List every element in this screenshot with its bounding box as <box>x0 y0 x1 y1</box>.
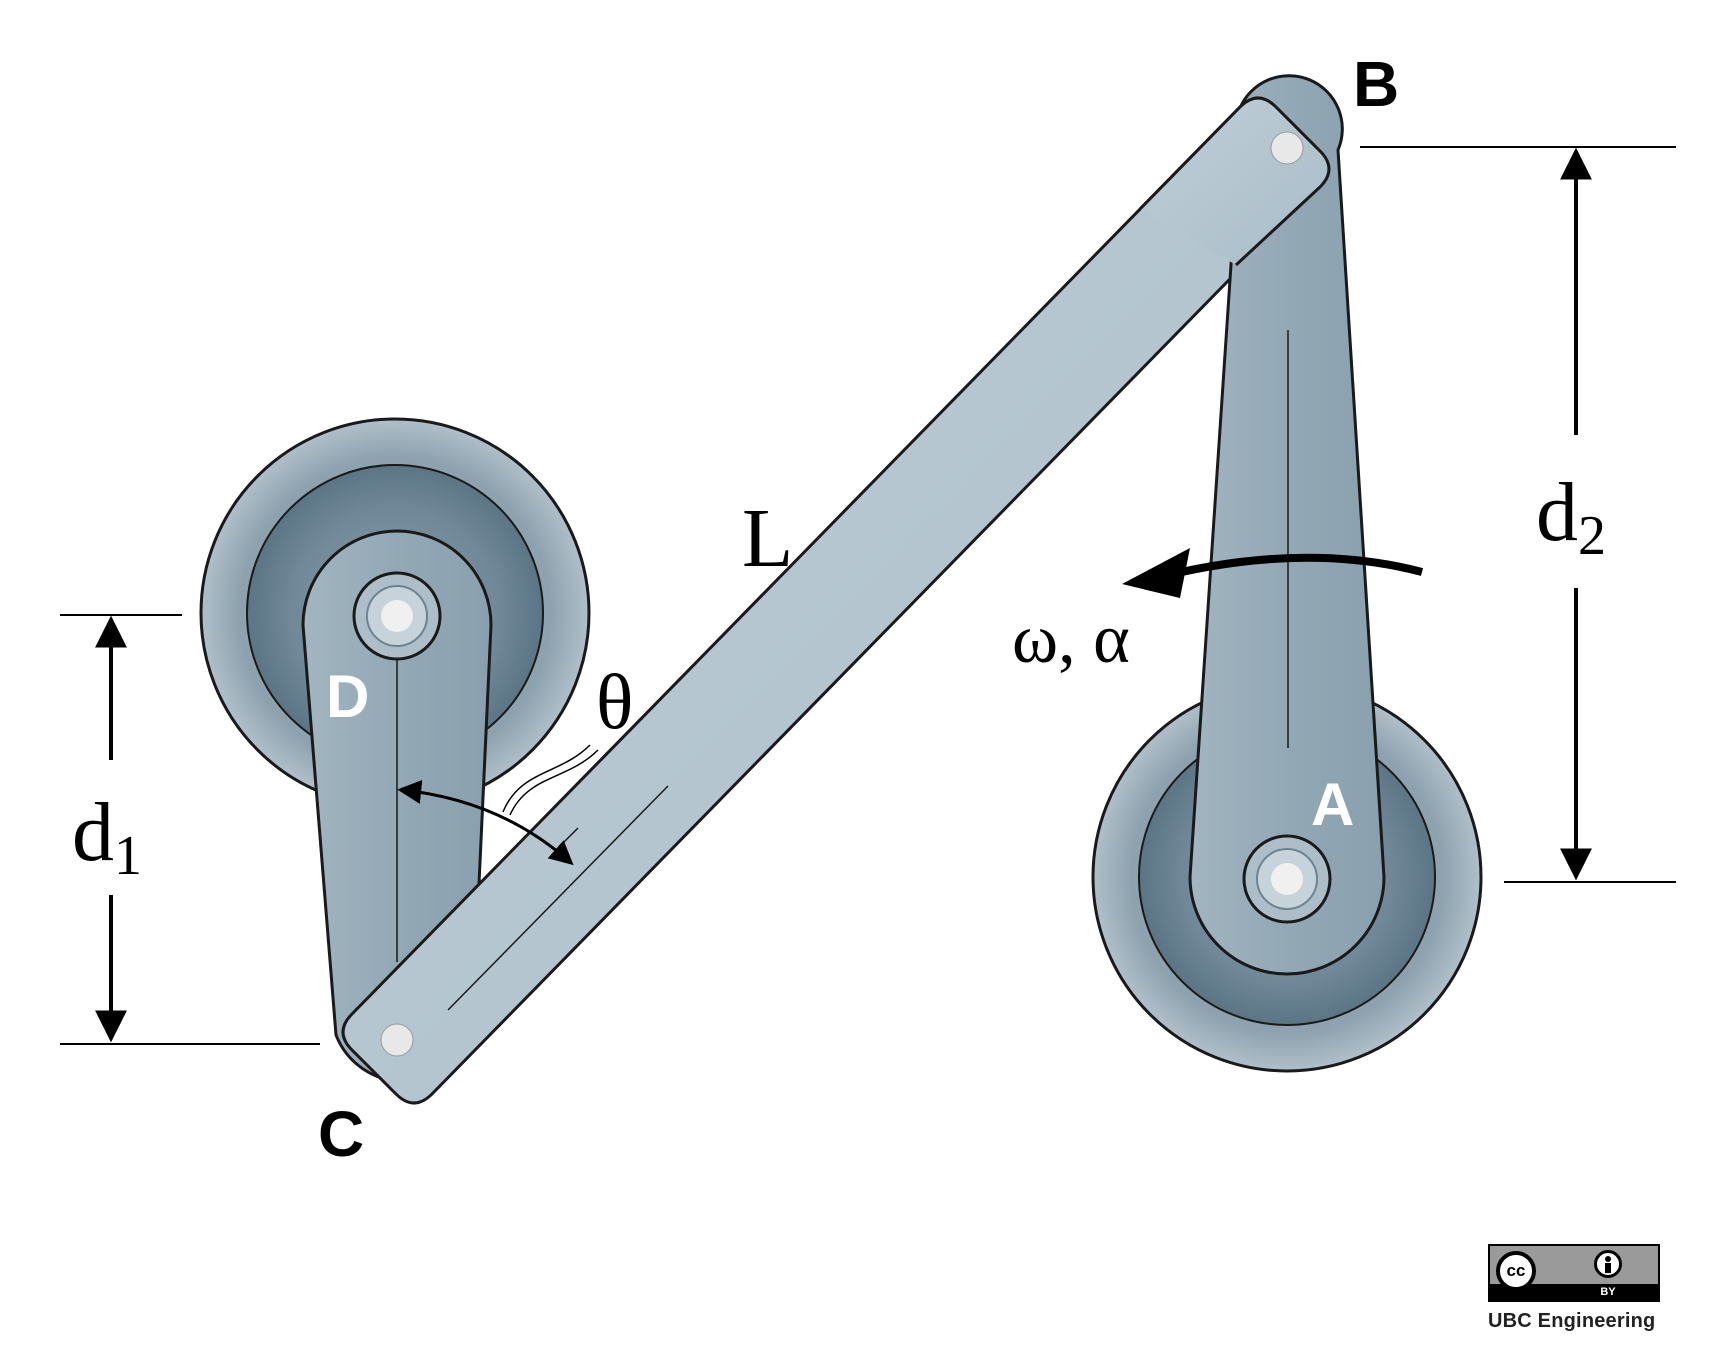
label-theta: θ <box>596 658 633 745</box>
label-d1-main: d <box>72 786 114 879</box>
crank-ab <box>1188 74 1386 976</box>
pin-b <box>1270 131 1304 165</box>
hub-a <box>1242 834 1332 924</box>
label-d1: d1 <box>72 786 142 887</box>
label-d: D <box>326 663 369 730</box>
label-c: C <box>318 1098 364 1170</box>
hub-d <box>352 571 442 661</box>
theta-angle-arc <box>397 744 599 866</box>
label-b: B <box>1353 48 1399 120</box>
badge-strip <box>1490 1284 1658 1300</box>
cc-by-badge: cc BY <box>1488 1244 1660 1302</box>
label-omega-alpha: ω, α <box>1012 601 1130 678</box>
attribution-body <box>1605 1263 1611 1273</box>
cc-icon: cc <box>1496 1251 1536 1291</box>
attribution-icon <box>1594 1250 1622 1278</box>
dimension-d1 <box>60 614 320 1045</box>
label-l: L <box>742 492 793 585</box>
dimension-d2 <box>1360 146 1676 883</box>
license-badge: cc BY UBC Engineering <box>1488 1244 1668 1333</box>
attribution-head <box>1605 1256 1611 1262</box>
label-a: A <box>1311 771 1354 838</box>
credit-text: UBC Engineering <box>1488 1310 1656 1332</box>
label-d2: d2 <box>1536 466 1606 567</box>
rotation-arrow <box>1122 548 1424 598</box>
label-d1-sub: 1 <box>114 825 142 887</box>
by-label: BY <box>1600 1286 1616 1298</box>
label-d2-sub: 2 <box>1578 505 1606 567</box>
pin-c <box>380 1023 414 1057</box>
label-d2-main: d <box>1536 466 1578 559</box>
